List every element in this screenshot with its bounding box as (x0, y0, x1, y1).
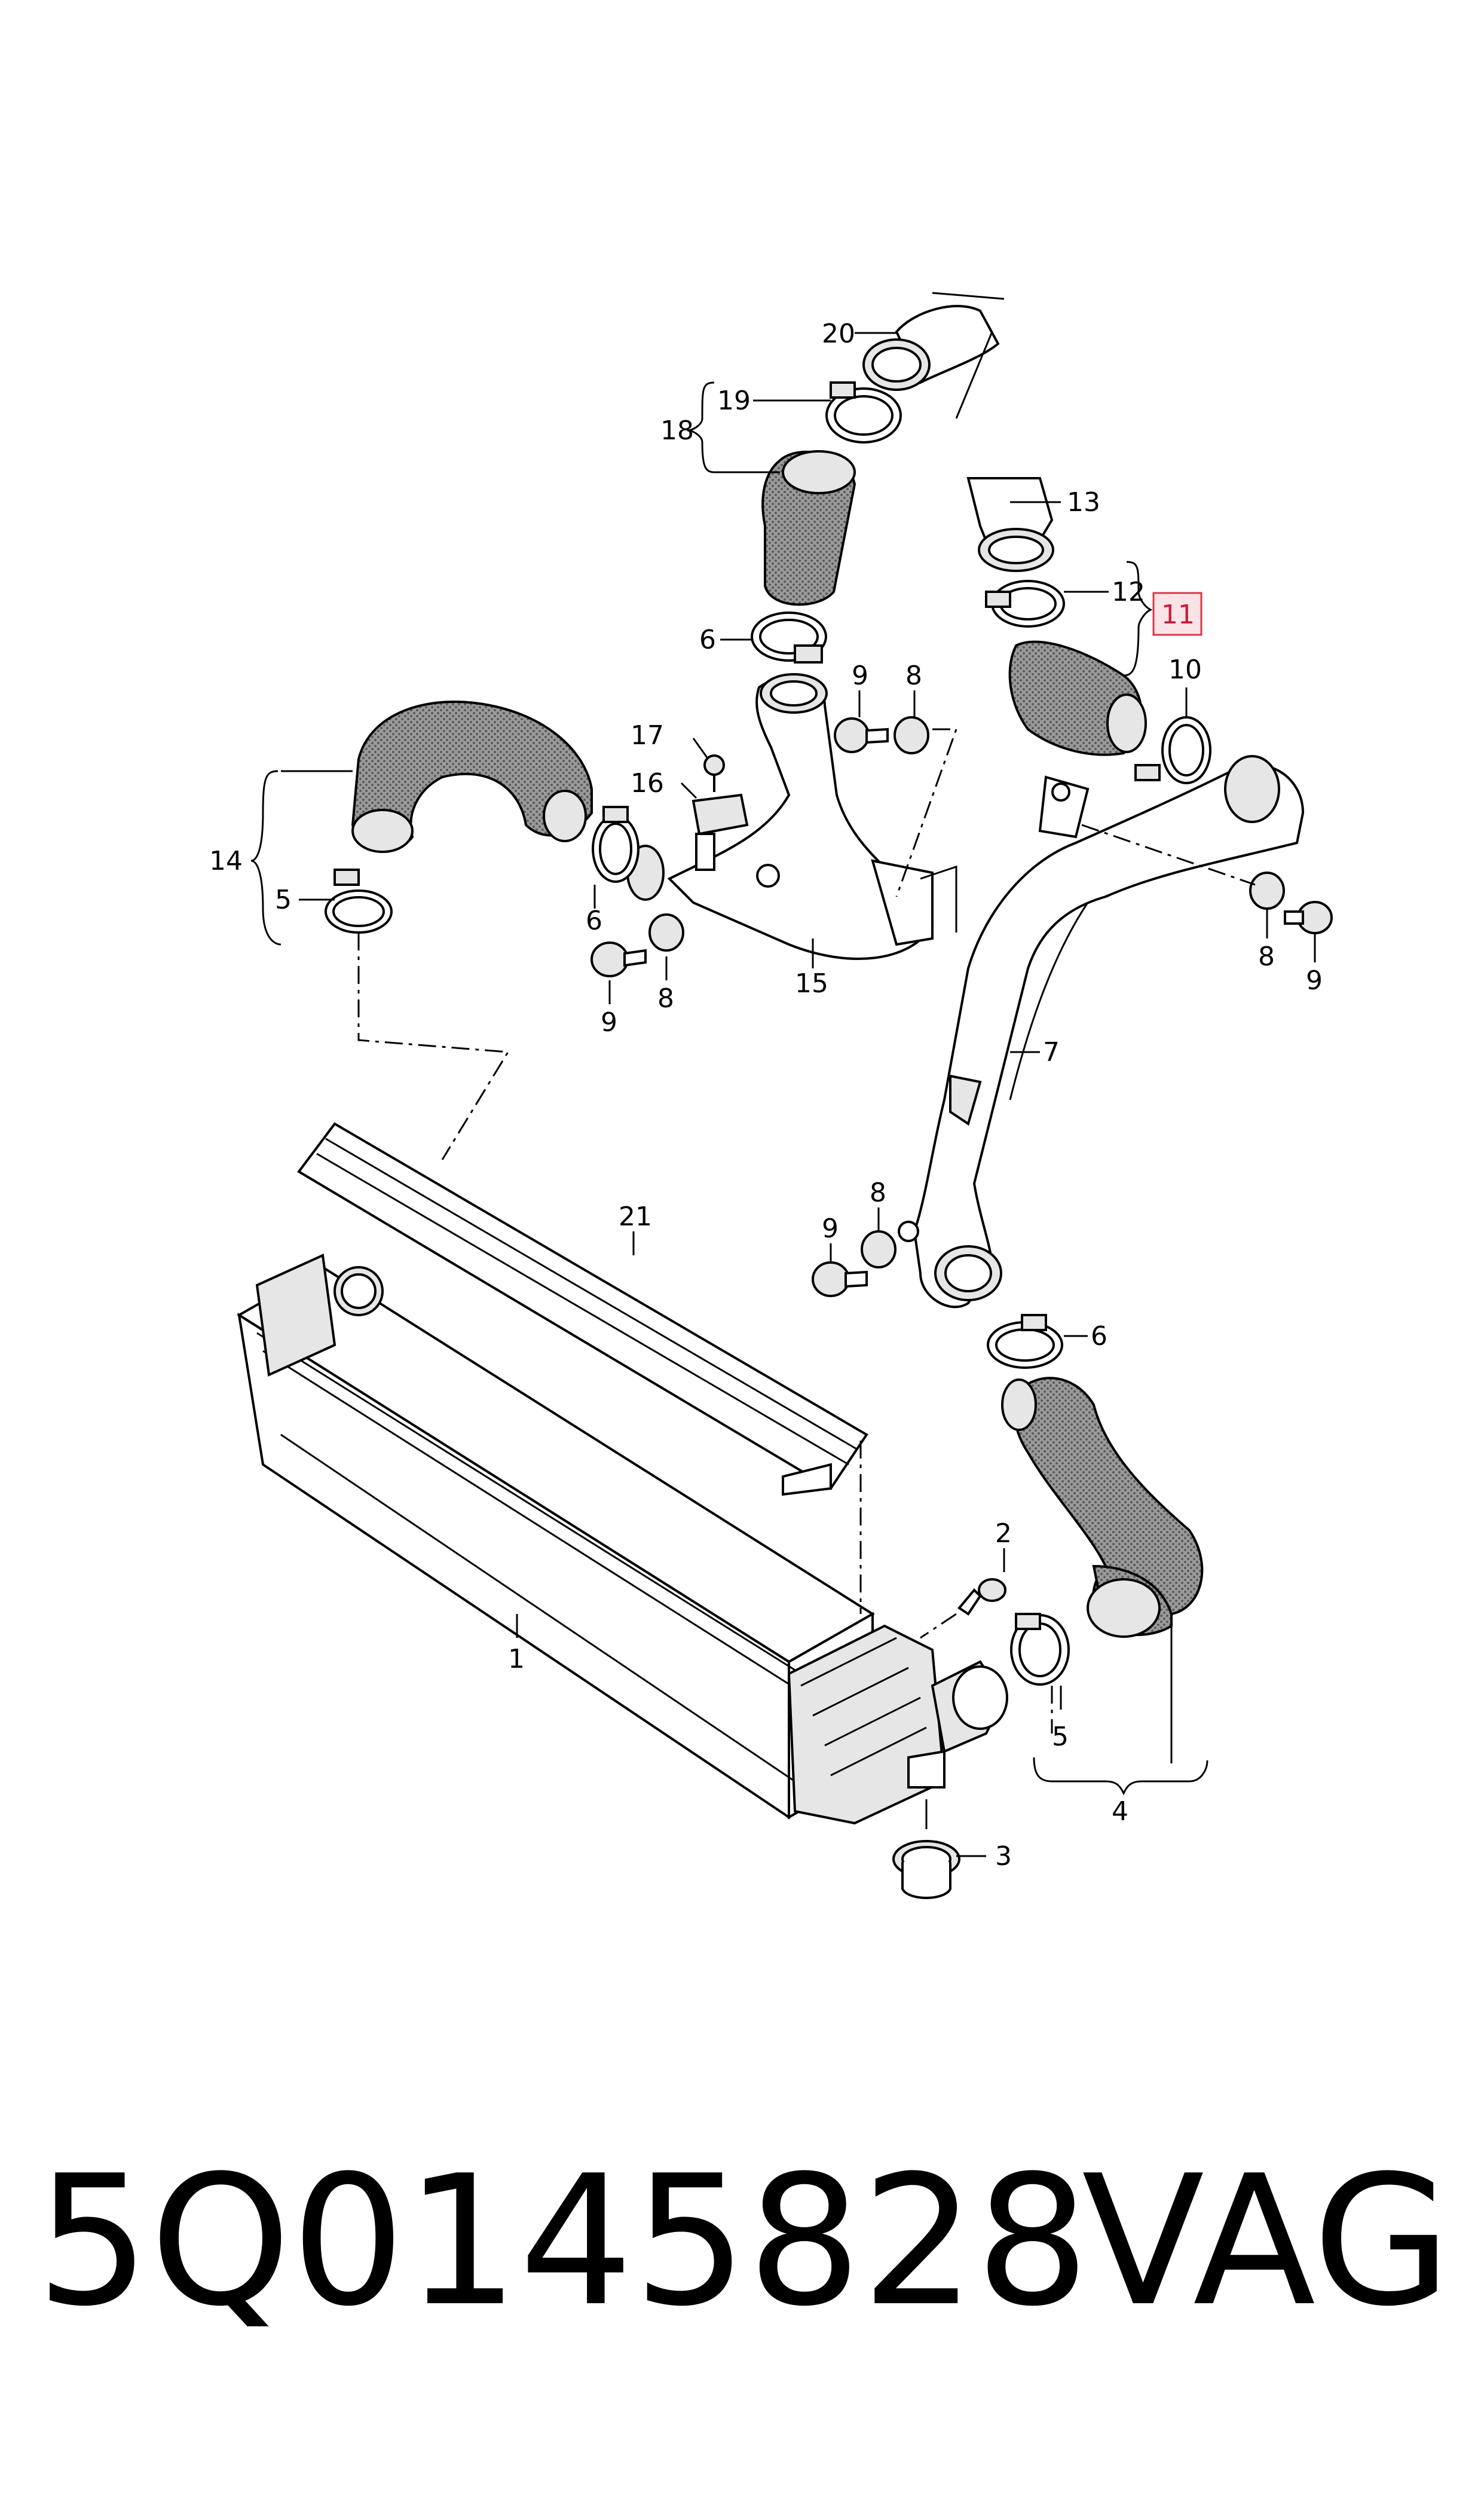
callout-1: 1 (508, 1644, 525, 1674)
part-21-cover (297, 1122, 868, 1496)
bolt-group-lower (812, 1230, 896, 1297)
bolt-group-right (1081, 824, 1333, 934)
part-6-clamp-lower (987, 1314, 1063, 1369)
part-3-plug (892, 1799, 960, 1899)
callout-9-left: 9 (601, 1007, 617, 1038)
part-6-clamp-mid (592, 806, 640, 883)
callout-6-lower: 6 (1091, 1321, 1107, 1352)
callout-17: 17 (631, 720, 664, 751)
callout-16: 16 (631, 768, 664, 799)
part-5-clamp-left (325, 869, 393, 934)
part-12-clamp (985, 580, 1065, 628)
part-6-clamp-top (751, 612, 827, 664)
callout-20: 20 (822, 319, 855, 349)
callout-6-top: 6 (699, 625, 716, 655)
part-7-pipe (898, 755, 1305, 1309)
callout-15: 15 (795, 968, 828, 999)
part-18-hose (761, 450, 856, 606)
leader-lines (250, 332, 1316, 1857)
part-15-pipe (626, 673, 957, 960)
part-number: 5Q0145828 (36, 2137, 1090, 2346)
callout-19: 19 (717, 386, 751, 416)
callout-8-right: 8 (1258, 941, 1275, 972)
part-1-intercooler (237, 1254, 1008, 1825)
callout-11: 11 (1161, 600, 1195, 630)
part-19-clamp (825, 381, 902, 444)
callout-9-right: 9 (1306, 965, 1323, 996)
part-10-clamp (1134, 716, 1211, 784)
callout-11-highlight[interactable]: 11 (1152, 592, 1203, 636)
callout-5-lower: 5 (1052, 1722, 1069, 1752)
callout-5-left: 5 (275, 885, 292, 915)
callout-9-lower: 9 (822, 1213, 839, 1244)
callout-2: 2 (995, 1518, 1012, 1549)
part-16-sensor (691, 793, 749, 871)
callout-9-upper: 9 (852, 661, 868, 691)
part-20-connector (862, 292, 1005, 419)
callout-14: 14 (209, 846, 243, 876)
part-11-hose (1008, 640, 1147, 756)
callout-4: 4 (1112, 1796, 1128, 1827)
part-5-clamp-lower (1010, 1613, 1070, 1686)
assembly-lines (357, 933, 1053, 1734)
callout-8-upper: 8 (905, 661, 922, 691)
part-4-hose (1001, 1377, 1204, 1638)
callouts: 20 19 18 6 9 8 17 16 14 5 6 15 8 9 13 12… (209, 319, 1323, 1872)
callout-13: 13 (1067, 487, 1100, 518)
callout-10: 10 (1168, 655, 1202, 685)
callout-8-left: 8 (657, 983, 674, 1014)
callout-7: 7 (1043, 1037, 1060, 1068)
callout-8-lower: 8 (870, 1178, 886, 1208)
callout-3: 3 (995, 1841, 1012, 1872)
part-2-screw (920, 1578, 1006, 1639)
part-14-hose (351, 701, 593, 853)
bolt-group-upper (834, 716, 958, 897)
part-17-screw (703, 754, 725, 792)
bolt-group-left (590, 913, 684, 977)
callout-21: 21 (619, 1202, 652, 1232)
brand-name: VAG (1082, 2137, 1452, 2346)
callout-12: 12 (1112, 577, 1145, 607)
part-13-pipe-end (966, 477, 1054, 572)
callout-18: 18 (660, 415, 694, 446)
callout-6-mid: 6 (586, 906, 602, 936)
